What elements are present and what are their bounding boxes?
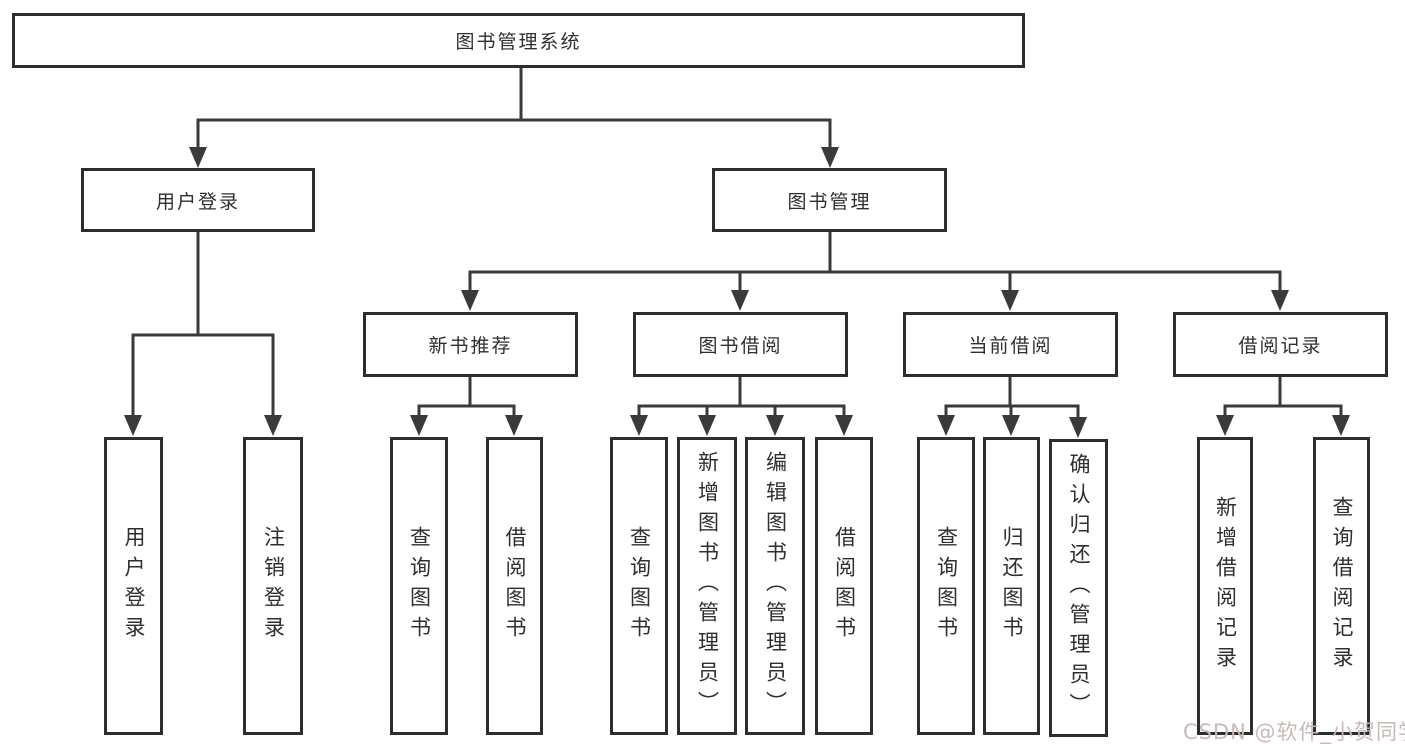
node-user-login: 用户登录 <box>81 168 315 232</box>
leaf-query-books-borrowing: 查询图书 <box>610 437 668 735</box>
node-book-borrowing: 图书借阅 <box>633 312 848 377</box>
leaf-query-borrow-record: 查询借阅记录 <box>1313 437 1370 735</box>
leaf-return-books-label: 归还图书 <box>1000 526 1025 646</box>
leaf-logout: 注销登录 <box>243 437 303 735</box>
leaf-return-books: 归还图书 <box>983 437 1040 735</box>
leaf-query-books-borrowing-label: 查询图书 <box>627 526 652 646</box>
leaf-borrow-books-recommend: 借阅图书 <box>486 437 543 735</box>
leaf-query-borrow-record-label: 查询借阅记录 <box>1330 496 1355 676</box>
leaf-query-books-recommend: 查询图书 <box>390 437 448 735</box>
leaf-edit-books-admin-label: 编辑图书（管理员） <box>763 451 788 721</box>
leaf-borrow-books-borrowing-label: 借阅图书 <box>832 526 857 646</box>
leaf-logout-label: 注销登录 <box>261 526 286 646</box>
leaf-add-borrow-record-label: 新增借阅记录 <box>1213 496 1238 676</box>
leaf-add-books-admin-label: 新增图书（管理员） <box>695 451 720 721</box>
node-borrowing-records: 借阅记录 <box>1173 312 1388 377</box>
leaf-user-login-label: 用户登录 <box>122 526 147 646</box>
leaf-query-books-recommend-label: 查询图书 <box>407 526 432 646</box>
csdn-watermark: CSDN @软件_小贺同学 <box>1183 720 1405 744</box>
leaf-add-borrow-record: 新增借阅记录 <box>1197 437 1253 735</box>
leaf-confirm-return-admin: 确认归还（管理员） <box>1049 439 1108 737</box>
leaf-borrow-books-recommend-label: 借阅图书 <box>503 526 528 646</box>
node-book-management: 图书管理 <box>712 168 947 232</box>
leaf-user-login: 用户登录 <box>104 437 163 735</box>
leaf-edit-books-admin: 编辑图书（管理员） <box>745 437 805 735</box>
leaf-query-books-current: 查询图书 <box>917 437 975 735</box>
leaf-query-books-current-label: 查询图书 <box>934 526 959 646</box>
node-new-book-recommendation: 新书推荐 <box>363 312 578 377</box>
node-library-management-system: 图书管理系统 <box>12 13 1025 68</box>
leaf-borrow-books-borrowing: 借阅图书 <box>815 437 873 735</box>
node-current-borrowing: 当前借阅 <box>903 312 1118 377</box>
leaf-confirm-return-admin-label: 确认归还（管理员） <box>1067 453 1092 723</box>
leaf-add-books-admin: 新增图书（管理员） <box>677 437 737 735</box>
